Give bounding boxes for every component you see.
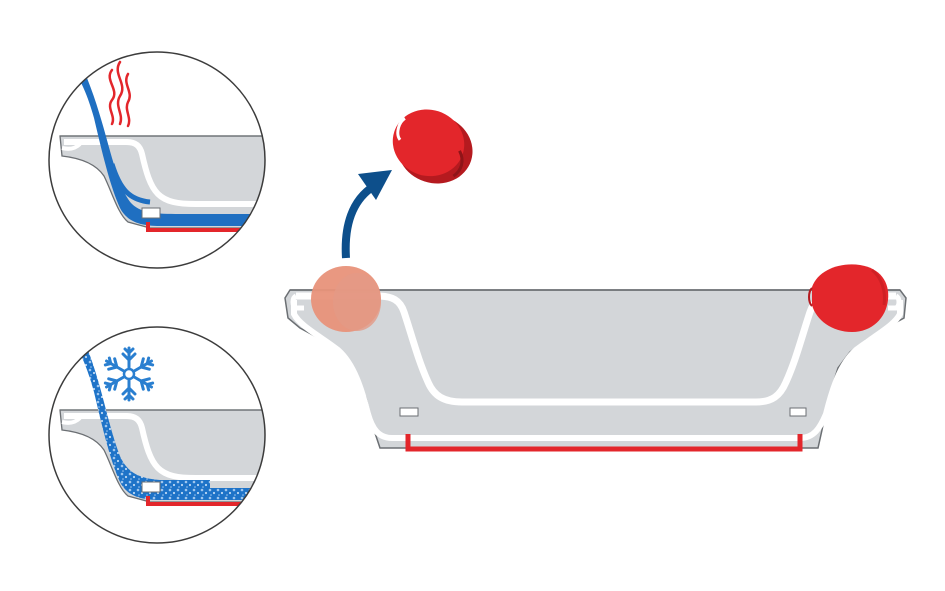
rim-bump-left (290, 293, 304, 311)
dish-foot-right (789, 407, 807, 417)
hot-heating-element (146, 222, 265, 232)
heating-element (405, 434, 803, 452)
dish-foot-left (399, 407, 419, 417)
dish-outer-outline (291, 300, 903, 441)
cold-heating-element (146, 496, 265, 506)
curved-arrow-icon (341, 170, 392, 259)
rim-bump-right (888, 293, 902, 311)
main-dish (284, 289, 907, 452)
snowflake-icon (103, 346, 155, 402)
handle-detached (392, 109, 473, 184)
steam-icon (108, 60, 131, 128)
handle-right (808, 264, 889, 332)
cold-detail-circle (48, 326, 266, 544)
dish-inner-outline (296, 292, 896, 406)
hot-detail-circle (48, 51, 266, 269)
handle-left-faded (311, 266, 381, 332)
